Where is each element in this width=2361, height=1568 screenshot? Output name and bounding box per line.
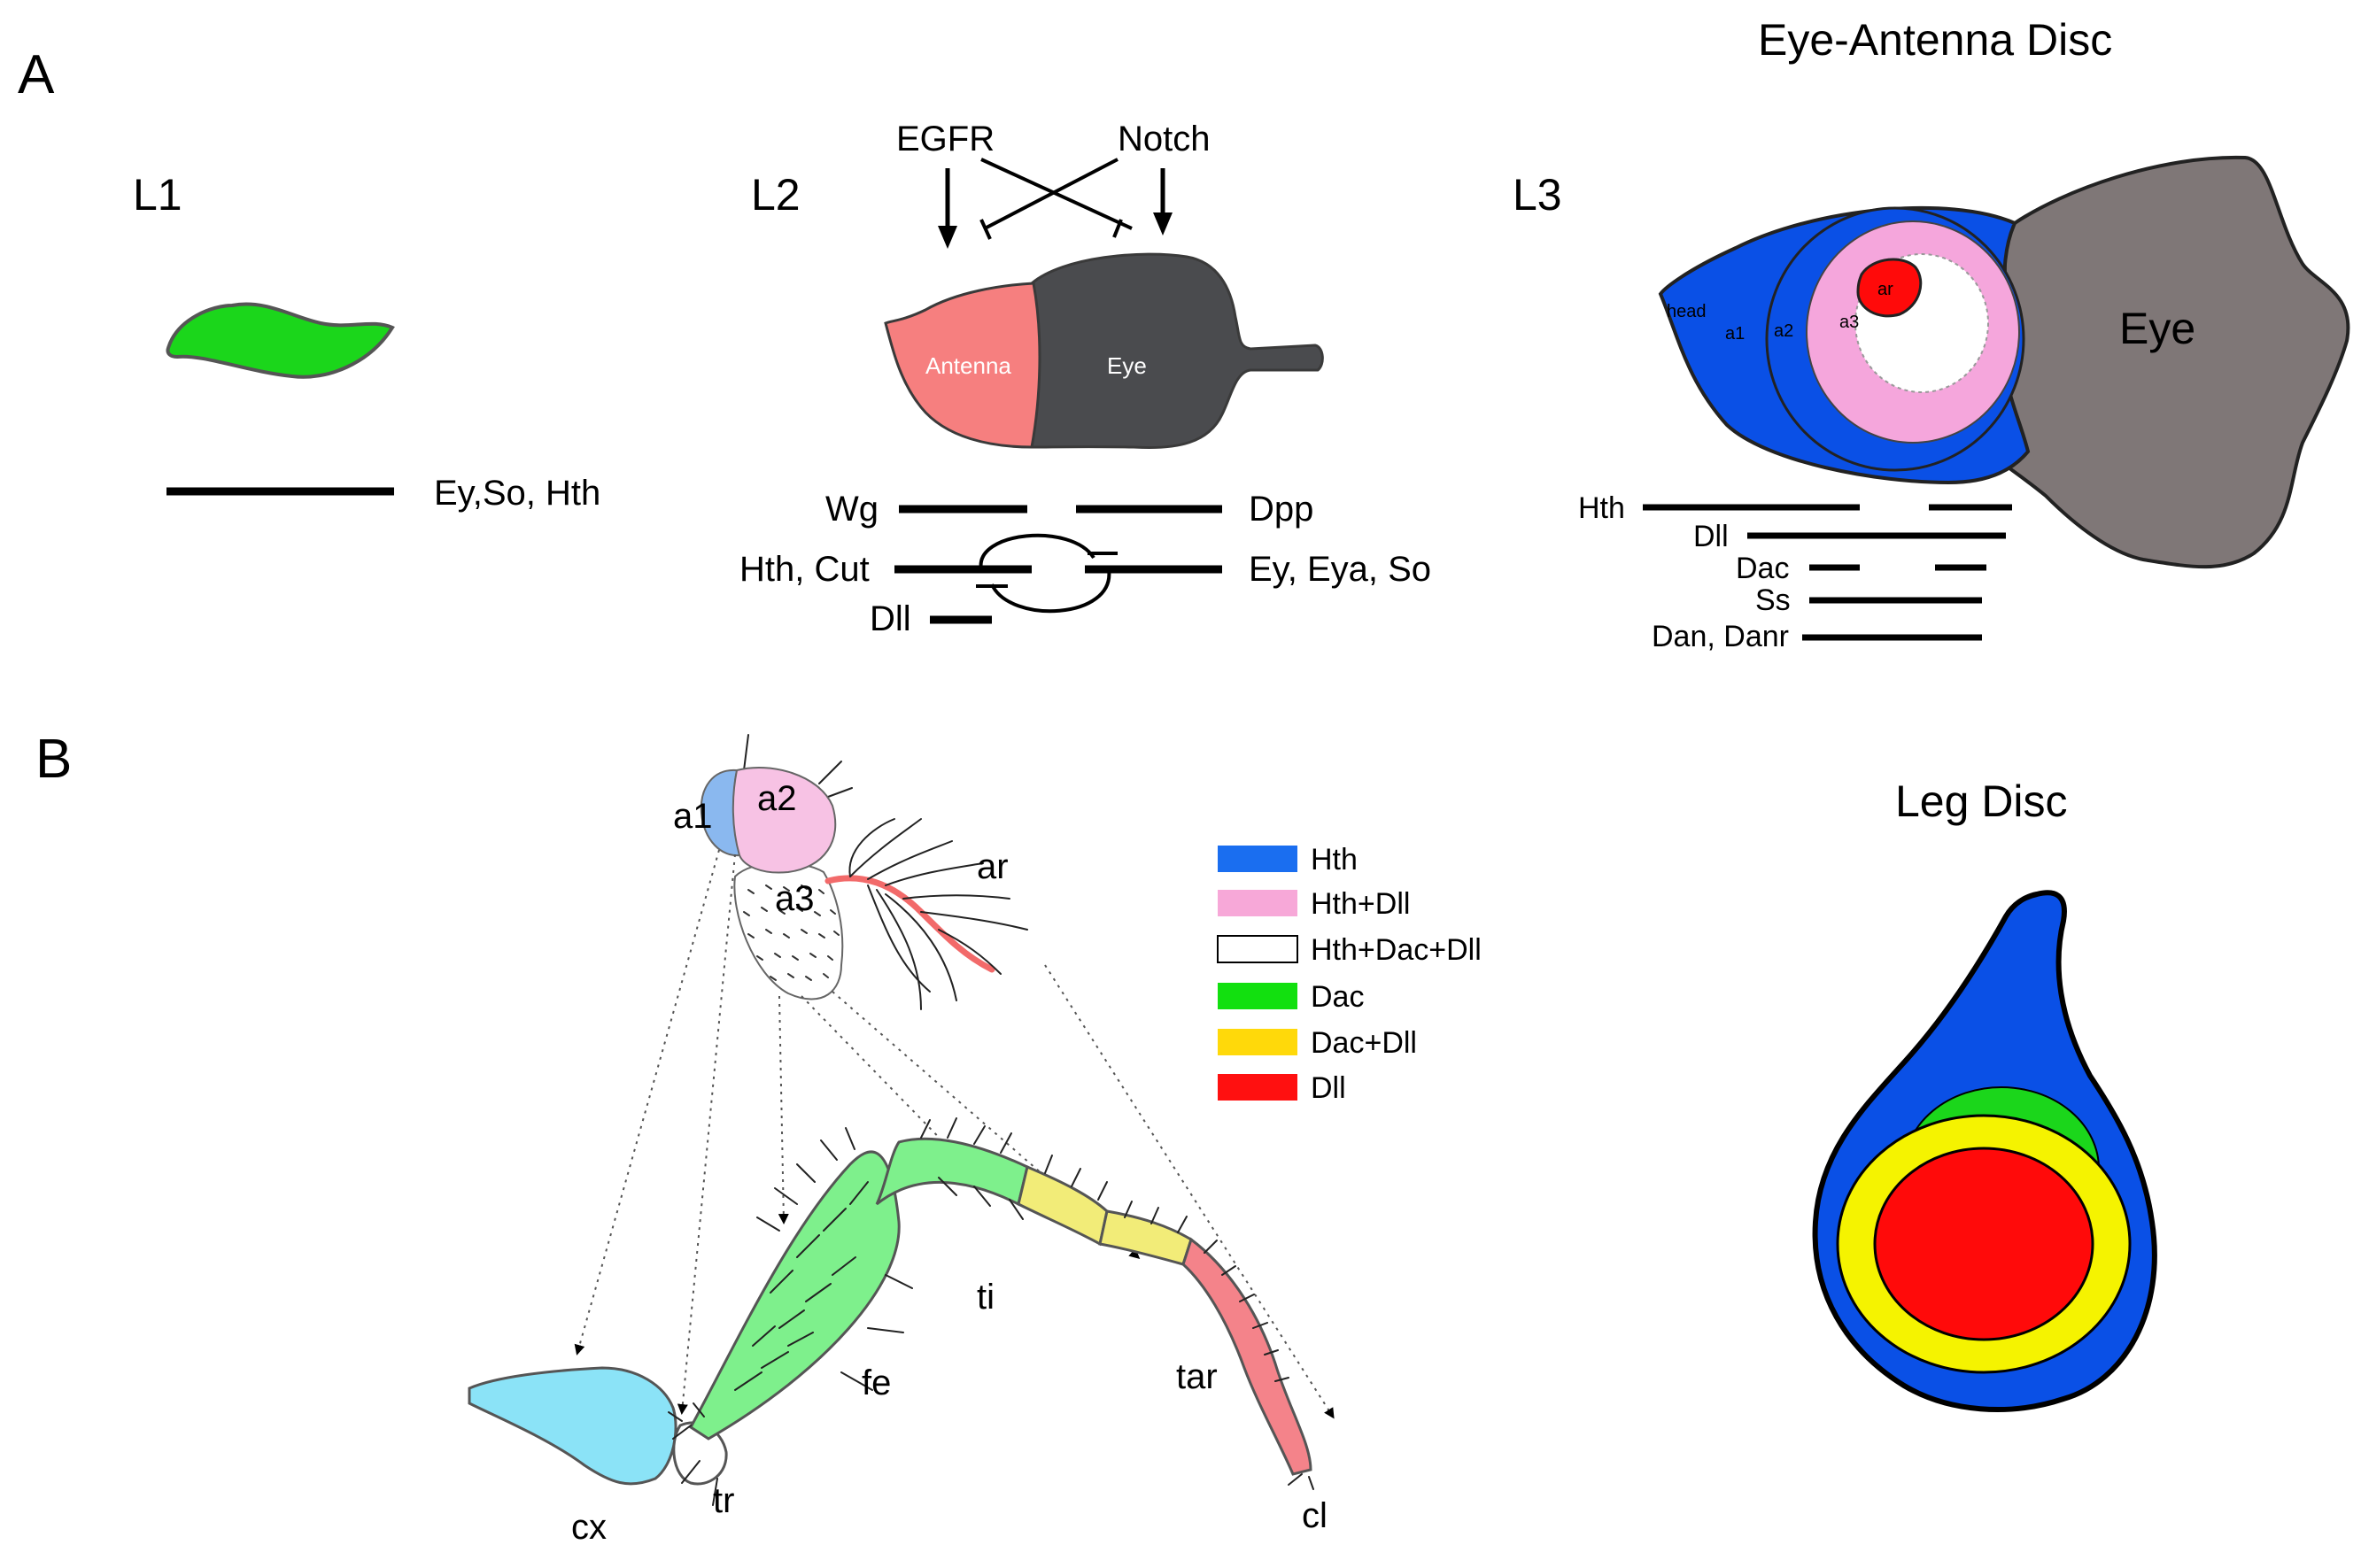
leg-tibia-yellow (1017, 1164, 1109, 1247)
egfr-inhibits-notch (980, 158, 1133, 230)
adult-antenna: a1 a2 a3 ar (673, 734, 1028, 1010)
antenna-a3-stipple (743, 884, 840, 981)
legend-swatch-hth-dll (1218, 890, 1297, 916)
arista-branches (848, 818, 1028, 1010)
l3-stage-label: L3 (1513, 170, 1562, 220)
l3-dac-label: Dac (1736, 552, 1789, 585)
egfr-inhibit-bar (1112, 219, 1123, 238)
antenna-a2-label: a2 (757, 779, 797, 818)
leg-tar-label: tar (1176, 1357, 1218, 1396)
leg-tarsus-yellow (1098, 1209, 1193, 1266)
l3-hth-label: Hth (1578, 491, 1625, 525)
l1-genes-label: Ey,So, Hth (434, 474, 600, 513)
ey-represses-hth-loop (990, 568, 1111, 614)
leg-bristles (668, 1117, 1314, 1506)
l2-section: L2 EGFR Notch Antenna Eye Wg Dpp Hth, Cu… (739, 120, 1431, 638)
legend-swatch-hth (1218, 846, 1297, 872)
l3-dll-label: Dll (1693, 520, 1729, 553)
l3-eye-label: Eye (2119, 304, 2195, 353)
panel-a-letter: A (18, 44, 55, 105)
notch-label: Notch (1118, 120, 1211, 158)
egfr-label: EGFR (896, 120, 995, 158)
l3-ar-region (1856, 258, 1923, 318)
l3-dan-label: Dan, Danr (1652, 620, 1789, 653)
hth-represses-ey-loop (979, 533, 1095, 570)
l3-ar-label: ar (1877, 280, 1893, 299)
l3-a2-label: a2 (1774, 321, 1793, 341)
leg-tr-label: tr (713, 1481, 734, 1520)
l2-stage-label: L2 (751, 170, 801, 220)
legend-swatch-dac (1218, 983, 1297, 1009)
wg-label: Wg (825, 490, 879, 529)
leg-tarsus-red (1181, 1237, 1312, 1476)
leg-femur (689, 1150, 901, 1441)
ey-eya-so-label: Ey, Eya, So (1249, 550, 1431, 589)
legend-label-dll: Dll (1311, 1071, 1346, 1105)
hth-cut-label: Hth, Cut (739, 550, 870, 589)
antenna-ar-label: ar (977, 847, 1009, 886)
l2-eye-label: Eye (1107, 352, 1147, 379)
l1-stage-label: L1 (133, 170, 182, 220)
leg-cx-label: cx (571, 1508, 607, 1547)
leg-fe-label: fe (862, 1363, 891, 1402)
leg-cl-label: cl (1302, 1496, 1328, 1535)
dpp-label: Dpp (1249, 490, 1313, 529)
l2-antenna-region (884, 282, 1041, 449)
antenna-a3-label: a3 (775, 879, 815, 918)
legend-label-hth-dll: Hth+Dll (1311, 887, 1410, 921)
antenna-arista (824, 875, 995, 973)
legend-swatch-dll (1218, 1074, 1297, 1101)
l3-a3-label: a3 (1839, 313, 1859, 332)
expression-legend: Hth Hth+Dll Hth+Dac+Dll Dac Dac+Dll Dll (1217, 843, 1482, 1105)
l3-ss-label: Ss (1755, 583, 1791, 617)
notch-inhibits-egfr (984, 158, 1119, 230)
l2-antenna-label: Antenna (925, 352, 1011, 379)
eye-antenna-disc-title: Eye-Antenna Disc (1758, 15, 2112, 65)
leg-tibia-green (875, 1137, 1029, 1207)
antenna-a1-label: a1 (673, 797, 713, 836)
legend-label-hth: Hth (1311, 843, 1358, 877)
l2-dll-label: Dll (870, 599, 911, 638)
legend-swatch-hth-dac-dll (1217, 935, 1298, 963)
l2-eye-region (1030, 252, 1324, 450)
legend-swatch-dac-dll (1218, 1029, 1297, 1055)
l1-section: L1 Ey,So, Hth (133, 170, 600, 513)
adult-leg: cx tr fe ti tar cl (468, 1117, 1328, 1547)
antenna-a2-segment (732, 767, 837, 874)
leg-coxa (468, 1366, 677, 1486)
leg-ti-label: ti (977, 1278, 995, 1317)
leg-disc-title: Leg Disc (1895, 776, 2068, 826)
l3-eye-region (1974, 155, 2350, 569)
l1-disc-shape (166, 302, 395, 379)
leg-disc (1812, 890, 2157, 1412)
leg-disc-dll-center (1873, 1147, 2094, 1341)
legend-label-dac: Dac (1311, 980, 1364, 1014)
l3-section: L3 Eye head a1 a2 a3 ar Hth Dll Dac Ss D… (1513, 155, 2350, 653)
l3-a1-label: a1 (1725, 324, 1745, 344)
legend-label-dac-dll: Dac+Dll (1311, 1026, 1417, 1060)
legend-label-hth-dac-dll: Hth+Dac+Dll (1311, 933, 1482, 967)
panel-b-letter: B (35, 729, 72, 790)
l3-head-label: head (1667, 302, 1707, 321)
notch-inhibit-bar (979, 219, 992, 240)
